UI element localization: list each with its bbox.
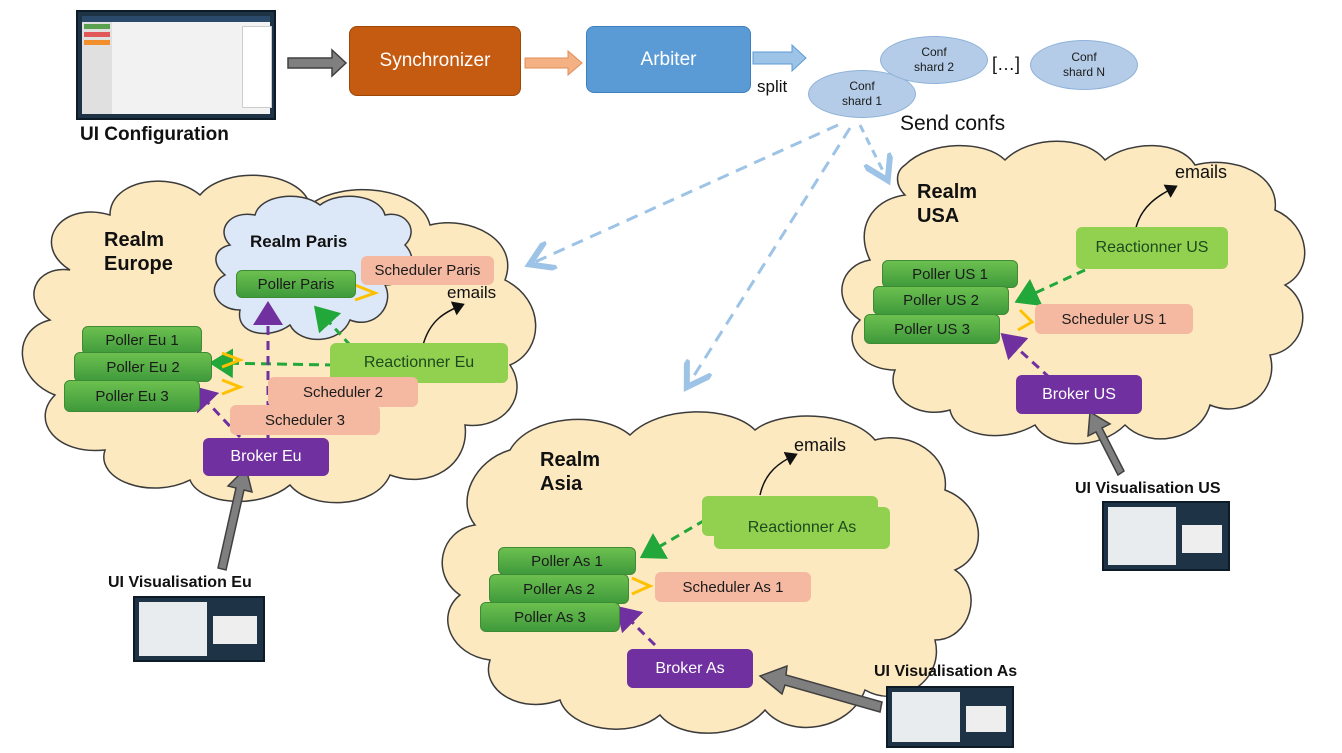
realm-usa-title: Realm USA: [917, 181, 978, 227]
as-reactionner-to-poller-arrow: [639, 518, 706, 559]
cloud-usa: [841, 140, 1306, 445]
broker-eu: Broker Eu: [203, 438, 329, 476]
poller-as-3: Poller As 3: [480, 602, 620, 632]
reactionner-as: Reactionner As: [714, 507, 890, 549]
scheduler-us-1: Scheduler US 1: [1035, 304, 1193, 334]
synchronizer-box: Synchronizer: [349, 26, 521, 96]
send-conf-asia-arrow: [690, 127, 852, 382]
as-ui-arrow: [758, 664, 883, 713]
as-emails-arrow: [759, 452, 798, 496]
arbiter-box: Arbiter: [586, 26, 751, 93]
realm-europe-title: Realm Europe: [104, 229, 173, 275]
reactionner-us: Reactionner US: [1076, 227, 1228, 269]
ui-visualisation-eu-screenshot: [133, 596, 265, 662]
as-emails-label: emails: [794, 435, 847, 455]
poller-us-1: Poller US 1: [882, 260, 1018, 288]
eu-yellow-arrow-1: [221, 351, 245, 369]
poller-us-2: Poller US 2: [873, 286, 1009, 315]
ui-visualisation-us-label: UI Visualisation US: [1075, 480, 1221, 497]
ui-configuration-label: UI Configuration: [80, 124, 229, 145]
send-conf-europe-arrow: [535, 123, 839, 262]
conf-shard-2: Conf shard 2: [880, 36, 988, 84]
poller-paris: Poller Paris: [236, 270, 356, 298]
arrow-arbiter-split: [752, 43, 807, 73]
as-broker-to-poller-arrow: [615, 605, 657, 647]
eu-ui-arrow: [217, 466, 254, 571]
poller-as-2: Poller As 2: [489, 574, 629, 604]
poller-eu-2: Poller Eu 2: [74, 352, 212, 382]
scheduler-eu-3: Scheduler 3: [230, 405, 380, 435]
realm-paris-title: Realm Paris: [250, 232, 348, 251]
eu-emails-label: emails: [447, 283, 497, 302]
us-emails-label: emails: [1175, 162, 1228, 182]
reactionner-eu: Reactionner Eu: [330, 343, 508, 383]
eu-broker-to-poller-arrow: [191, 385, 242, 439]
arrow-ui-to-synchronizer: [287, 48, 348, 78]
shard-ellipsis: […]: [992, 54, 1021, 74]
conf-shard-n: Conf shard N: [1030, 40, 1138, 90]
us-ui-arrow: [1087, 410, 1125, 477]
poller-eu-1: Poller Eu 1: [82, 326, 202, 355]
scheduler-as-1: Scheduler As 1: [655, 572, 811, 602]
paris-yellow-arrow: [354, 283, 380, 302]
ui-visualisation-us-screenshot: [1102, 501, 1230, 571]
broker-as: Broker As: [627, 649, 753, 688]
eu-emails-arrow: [422, 301, 465, 346]
as-yellow-arrow: [631, 576, 654, 596]
ui-visualisation-as-screenshot: [886, 686, 1014, 748]
scheduler-paris: Scheduler Paris: [361, 256, 494, 285]
eu-yellow-arrow-2: [221, 378, 245, 396]
arrow-synchronizer-to-arbiter: [524, 49, 583, 77]
send-conf-usa-arrow: [858, 124, 885, 175]
split-label: split: [757, 77, 788, 96]
eu-reactionner-to-paris-arrow: [313, 305, 352, 347]
poller-us-3: Poller US 3: [864, 314, 1000, 344]
poller-as-1: Poller As 1: [498, 547, 636, 575]
poller-eu-3: Poller Eu 3: [64, 380, 200, 412]
ui-visualisation-eu-label: UI Visualisation Eu: [108, 574, 252, 591]
us-yellow-arrow: [1017, 308, 1035, 332]
us-reactionner-to-poller-arrow: [1014, 268, 1086, 307]
ui-visualisation-as-label: UI Visualisation As: [874, 663, 1018, 680]
us-broker-to-poller-arrow: [1000, 332, 1052, 380]
send-confs-label: Send confs: [900, 112, 1006, 135]
ui-configuration-screenshot: [76, 10, 276, 120]
broker-us: Broker US: [1016, 375, 1142, 414]
realm-asia-title: Realm Asia: [540, 449, 601, 495]
scheduler-eu-2: Scheduler 2: [268, 377, 418, 407]
us-emails-arrow: [1134, 184, 1178, 233]
